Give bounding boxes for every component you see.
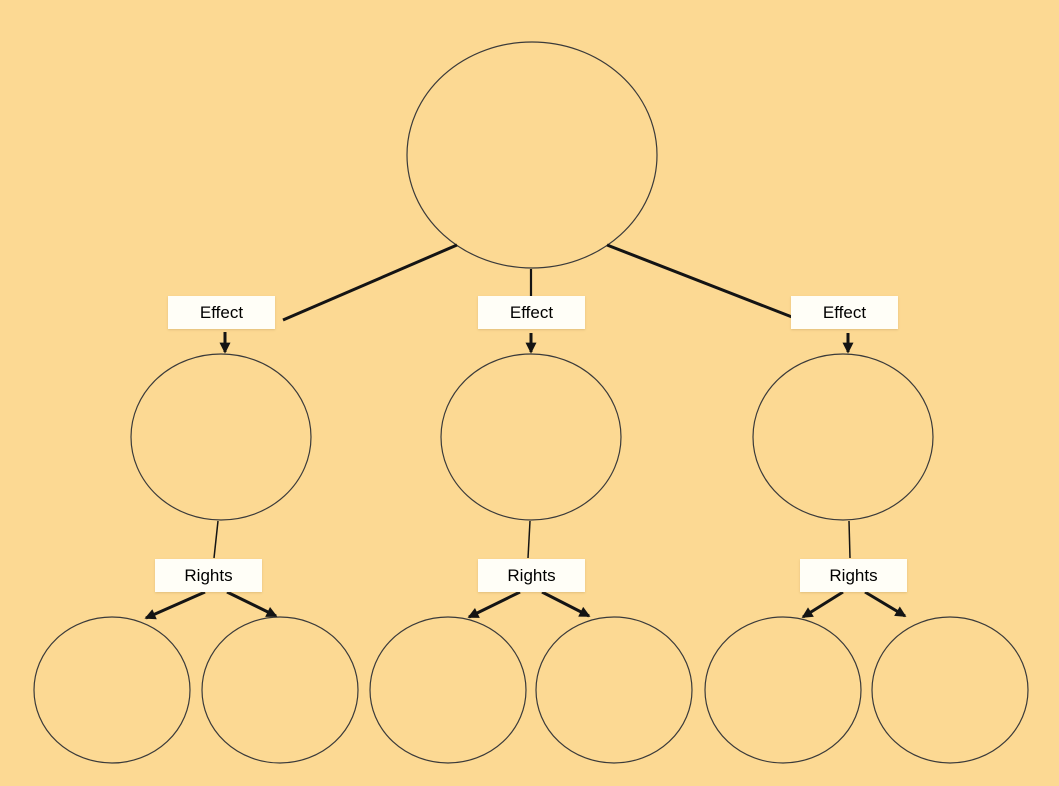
detail-circle-3 <box>369 616 527 764</box>
detail-circle-6 <box>871 616 1029 764</box>
arrow-rights-right-to-detail-1 <box>801 590 844 619</box>
effect-circle-right <box>752 353 934 521</box>
arrow-rights-center-to-detail-1 <box>467 590 521 619</box>
detail-circle-1 <box>33 616 191 764</box>
arrow-rights-left-to-detail-1 <box>144 590 206 620</box>
connector-main-to-effect-right <box>606 243 793 319</box>
arrow-rights-right-to-detail-2 <box>864 590 907 618</box>
rights-label-right: Rights <box>800 559 907 592</box>
rights-label-left: Rights <box>155 559 262 592</box>
connector-circle-to-rights-right <box>848 520 851 559</box>
connector-main-to-effect-left <box>282 243 458 322</box>
arrow-rights-left-to-detail-2 <box>226 590 278 618</box>
rights-label-center: Rights <box>478 559 585 592</box>
detail-circle-4 <box>535 616 693 764</box>
arrow-rights-center-to-detail-2 <box>541 590 591 618</box>
connector-circle-to-rights-left <box>213 520 219 559</box>
detail-circle-5 <box>704 616 862 764</box>
effect-label-center: Effect <box>478 296 585 329</box>
effect-label-right: Effect <box>791 296 898 329</box>
detail-circle-2 <box>201 616 359 764</box>
connector-circle-to-rights-center <box>527 520 531 559</box>
effect-circle-center <box>440 353 622 521</box>
main-topic-circle <box>406 41 658 269</box>
effect-circle-left <box>130 353 312 521</box>
effect-label-left: Effect <box>168 296 275 329</box>
